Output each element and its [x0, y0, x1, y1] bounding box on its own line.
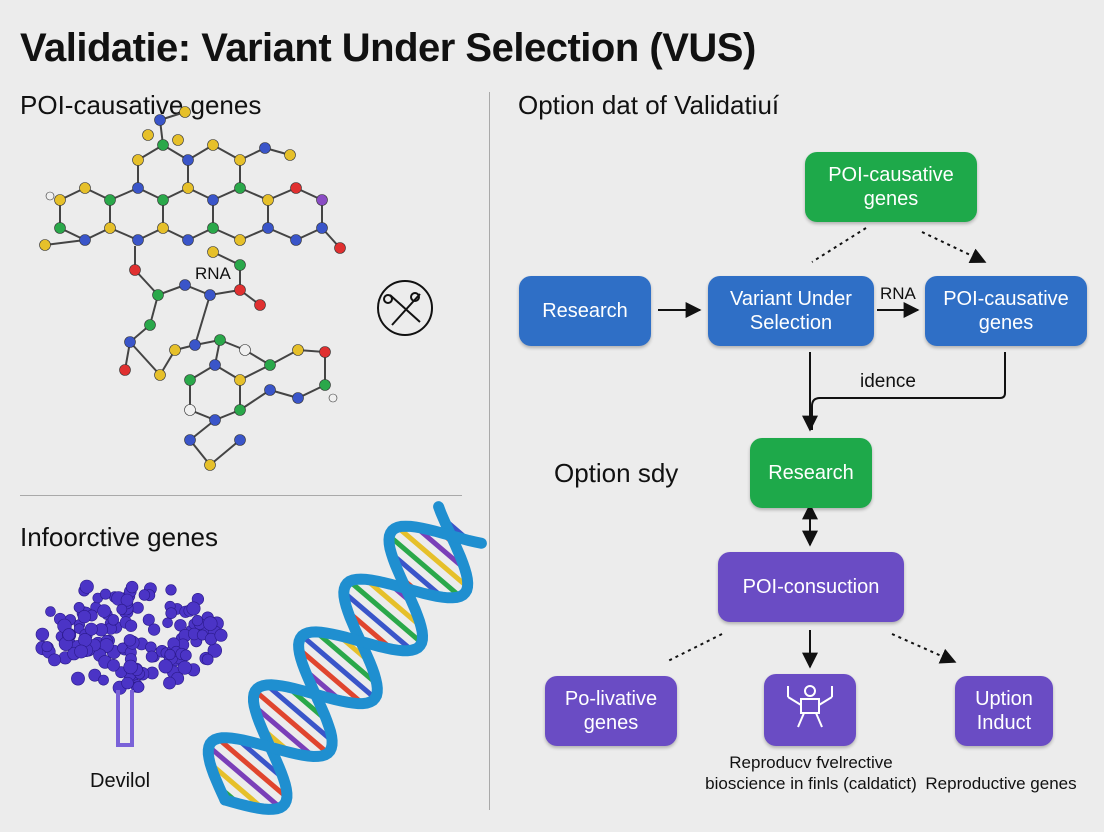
protein-atom — [203, 616, 218, 631]
protein-atom — [120, 593, 134, 607]
dna-base-pair — [389, 551, 445, 600]
protein-atom — [214, 628, 228, 642]
protein-atom — [74, 644, 88, 659]
dna-base-pair — [208, 761, 266, 811]
right-heading: Option dat of Validatiuí — [518, 90, 780, 120]
dna-base-pair — [387, 534, 462, 599]
protein-atom — [84, 622, 98, 636]
dna-base-pair — [253, 689, 330, 756]
dna-base-pair — [395, 525, 470, 589]
left-bottom-heading: Infoorctive genes — [20, 522, 219, 552]
dna-base-pair — [364, 577, 423, 629]
dna-base-pair — [265, 683, 334, 743]
protein-illustration — [35, 579, 228, 695]
protein-atom — [78, 633, 92, 647]
dna-base-pair — [207, 744, 282, 810]
flowchart-edges — [658, 227, 1006, 669]
dna-strand-a — [219, 501, 474, 815]
protein-atom — [62, 628, 76, 642]
dna-base-pair — [252, 704, 315, 759]
protein-atom — [41, 641, 53, 653]
horizontal-divider — [20, 495, 462, 496]
protein-atom — [116, 603, 128, 615]
dna-strand-b — [202, 520, 487, 806]
protein-atom — [48, 653, 61, 667]
dna-base-pair — [216, 736, 289, 800]
protein-atom — [162, 617, 173, 629]
protein-atom — [158, 659, 173, 674]
protein-atom — [142, 613, 155, 626]
dna-base-pair — [342, 590, 414, 653]
protein-stalk — [116, 690, 134, 747]
protein-atom — [97, 604, 111, 618]
node-variant-under-selection: Variant Under Selection — [708, 276, 874, 346]
icon-caption: Reproducv fvelrective bioscience in finl… — [705, 753, 917, 793]
node-figure-box — [764, 674, 856, 746]
protein-atom — [107, 658, 120, 672]
protein-atom — [107, 614, 120, 626]
page-title: Validatie: Variant Under Selection (VUS) — [20, 26, 756, 70]
protein-atom — [98, 674, 109, 686]
protein-atom — [125, 580, 139, 594]
protein-atom — [186, 601, 201, 616]
side-label: Option sdy — [554, 458, 679, 488]
protein-atom — [132, 681, 145, 693]
node-research-middle: Research — [750, 438, 872, 508]
node-poi-consuction: POI-consuction — [718, 552, 904, 622]
protein-atom — [145, 650, 158, 663]
dna-base-pair — [347, 579, 424, 645]
edge-label-rna: RNA — [880, 284, 916, 303]
atoms — [39, 106, 346, 471]
protein-atom — [79, 579, 94, 594]
protein-atom — [191, 614, 203, 627]
protein-atom — [123, 634, 137, 647]
protein-atom — [125, 619, 138, 632]
protein-atom — [73, 602, 85, 613]
node-uption-induct: Uption Induct — [955, 676, 1053, 746]
protein-label: Devilol — [90, 770, 151, 792]
protein-atom — [148, 623, 161, 636]
right-caption: Reproductive genes — [925, 774, 1077, 793]
node-poi-causative-genes-right: POI-causative genes — [925, 276, 1087, 346]
dna-helix-illustration — [202, 501, 487, 815]
vertical-divider — [489, 92, 490, 810]
protein-atom — [45, 606, 56, 617]
protein-atom — [165, 584, 177, 596]
protein-atom — [131, 601, 144, 614]
scissors-icon — [377, 280, 433, 336]
dna-base-pair — [314, 630, 379, 686]
protein-atom — [164, 648, 176, 660]
left-top-heading: POI-causative genes — [20, 90, 262, 120]
protein-atom — [138, 589, 151, 601]
protein-atom — [35, 627, 50, 642]
node-research-left: Research — [519, 276, 651, 346]
protein-atom — [77, 609, 91, 624]
rna-label: RNA — [195, 264, 231, 283]
dna-base-pair — [300, 633, 377, 701]
node-top-poi-causative-genes: POI-causative genes — [805, 152, 977, 222]
protein-atom — [165, 607, 177, 620]
protein-atom — [88, 668, 102, 682]
protein-atom — [180, 649, 192, 662]
protein-atom — [71, 671, 85, 686]
protein-atom — [121, 676, 134, 690]
protein-atom — [123, 659, 138, 675]
node-po-livative-genes: Po-livative genes — [545, 676, 677, 746]
protein-atom — [100, 588, 112, 600]
protein-atom — [163, 676, 176, 690]
dna-base-pair — [297, 647, 365, 706]
protein-atom — [201, 653, 214, 666]
edge-label-idence: idence — [860, 371, 916, 392]
protein-atom — [177, 660, 192, 675]
